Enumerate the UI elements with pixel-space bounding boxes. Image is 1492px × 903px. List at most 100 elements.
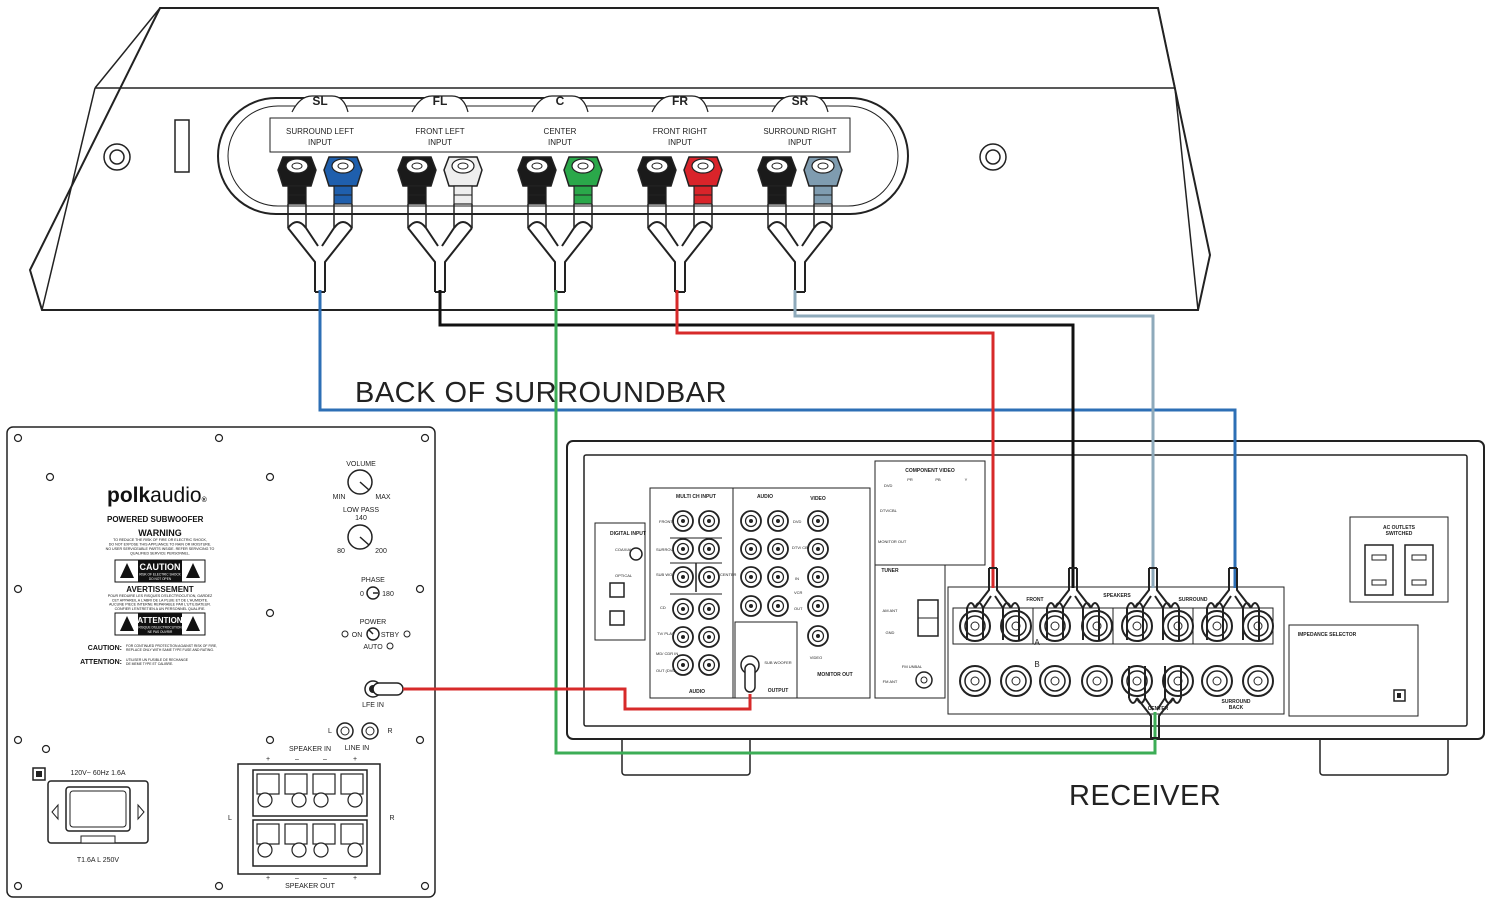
multi-ch-input-jack[interactable]: [698, 510, 720, 532]
speaker-out-terminal[interactable]: [312, 823, 336, 858]
speaker-out-terminal[interactable]: [256, 823, 280, 858]
phase-switch[interactable]: [366, 586, 380, 600]
ac-outlet-left[interactable]: [1364, 544, 1394, 596]
channel-code: FL: [433, 94, 448, 108]
binding-post-positive[interactable]: [323, 156, 363, 228]
video-jack[interactable]: [807, 566, 829, 588]
multi-ch-input-jack[interactable]: [698, 566, 720, 588]
multi-ch-input-jack[interactable]: [672, 510, 694, 532]
audio-input-jack[interactable]: [698, 598, 720, 620]
audio-lr-jack[interactable]: [740, 595, 762, 617]
attention-box: ATTENTION RISQUE D'ELECTROCUTION NE PAS …: [114, 612, 206, 636]
video-jack[interactable]: [807, 538, 829, 560]
terminal-polarity: +: [266, 875, 270, 882]
video-jack[interactable]: [807, 625, 829, 647]
video-jack[interactable]: [807, 510, 829, 532]
speaker-in-terminal[interactable]: [340, 773, 364, 808]
panel-screw: [13, 881, 23, 891]
gnd-label: GND: [886, 630, 895, 635]
wire-surround-left-blue: [318, 290, 1237, 588]
speaker-post-row-b[interactable]: [1081, 665, 1113, 697]
binding-post-positive[interactable]: [563, 156, 603, 228]
optical-jack-1[interactable]: [609, 582, 625, 598]
power-stby: STBY: [381, 632, 400, 639]
optical-jack-2[interactable]: [609, 610, 625, 626]
speaker-out-terminal[interactable]: [284, 823, 308, 858]
spade-front-left: [1046, 567, 1100, 640]
binding-post-positive[interactable]: [443, 156, 483, 228]
speaker-post-row-b[interactable]: [1039, 665, 1071, 697]
speaker-in-terminal[interactable]: [312, 773, 336, 808]
video-jack[interactable]: [807, 595, 829, 617]
audio-lr-jack[interactable]: [740, 538, 762, 560]
audio-input-jack[interactable]: [672, 654, 694, 676]
panel-screw: [45, 472, 55, 482]
digital-input-label: DIGITAL INPUT: [610, 531, 646, 537]
speaker-in-terminal[interactable]: [284, 773, 308, 808]
binding-post-negative[interactable]: [517, 156, 557, 228]
power-switch[interactable]: [366, 627, 380, 641]
binding-post-negative[interactable]: [397, 156, 437, 228]
channel-sublabel: INPUT: [308, 138, 332, 147]
speaker-post-row-b[interactable]: [1201, 665, 1233, 697]
audio-lr-jack[interactable]: [767, 566, 789, 588]
y-spade-connector: [407, 221, 473, 293]
speaker-out-terminal[interactable]: [340, 823, 364, 858]
binding-post-negative[interactable]: [757, 156, 797, 228]
speaker-terminal-block: ++––––++: [237, 756, 381, 882]
audio-lr-jack[interactable]: [767, 595, 789, 617]
audio-input-jack[interactable]: [672, 626, 694, 648]
audio-lr-jack[interactable]: [740, 566, 762, 588]
speaker-post-row-a[interactable]: [1000, 610, 1032, 642]
panel-screw: [265, 472, 275, 482]
cd-label: CD: [660, 605, 666, 610]
binding-post-positive[interactable]: [803, 156, 843, 228]
mci-front-label: FRONT: [659, 519, 673, 524]
coaxial-jack[interactable]: [629, 547, 643, 561]
speaker-post-row-a[interactable]: [959, 610, 991, 642]
audio-input-jack[interactable]: [672, 598, 694, 620]
volume-knob[interactable]: [347, 469, 373, 495]
audio-lr-jack[interactable]: [767, 538, 789, 560]
speaker-post-row-b[interactable]: [959, 665, 991, 697]
dvd-row-label: DVD: [793, 519, 802, 524]
speaker-post-row-b[interactable]: [1242, 665, 1274, 697]
component-video-label: COMPONENT VIDEO: [905, 468, 955, 474]
multi-ch-input-jack[interactable]: [672, 538, 694, 560]
speaker-post-row-b[interactable]: [1162, 665, 1194, 697]
channel-sublabel: INPUT: [788, 138, 812, 147]
speaker-in-terminal[interactable]: [256, 773, 280, 808]
binding-post-positive[interactable]: [683, 156, 723, 228]
warning-text: TO REDUCE THE RISK OF FIRE OR ELECTRIC S…: [106, 538, 215, 556]
speaker-post-row-a[interactable]: [1039, 610, 1071, 642]
multi-ch-input-label: MULTI CH INPUT: [676, 494, 716, 500]
audio-lr-jack[interactable]: [740, 510, 762, 532]
panel-screw: [265, 735, 275, 745]
iec-power-inlet[interactable]: [47, 780, 149, 844]
receiver-caption: RECEIVER: [1069, 780, 1221, 812]
multi-ch-input-jack[interactable]: [698, 538, 720, 560]
wire-lfe-red: [403, 687, 752, 711]
speaker-post-row-b[interactable]: [1000, 665, 1032, 697]
fuse-holder[interactable]: [80, 835, 116, 844]
multi-ch-input-jack[interactable]: [672, 566, 694, 588]
receiver-back-panel: DIGITAL INPUT COAXIAL OPTICAL MULTI CH I…: [566, 440, 1485, 776]
speaker-post-row-b[interactable]: [1121, 665, 1153, 697]
surround-back-label-2: BACK: [1229, 705, 1244, 711]
line-in-left-jack[interactable]: [336, 722, 354, 740]
binding-post-negative[interactable]: [277, 156, 317, 228]
audio-lr-jack[interactable]: [767, 510, 789, 532]
y-spade-connector: [767, 221, 833, 293]
speaker-post-row-a[interactable]: [1081, 610, 1113, 642]
audio-input-jack[interactable]: [698, 626, 720, 648]
low-pass-knob[interactable]: [347, 524, 373, 550]
audio-input-jack[interactable]: [698, 654, 720, 676]
line-in-right-jack[interactable]: [361, 722, 379, 740]
terminal-polarity: +: [266, 756, 270, 763]
ac-outlet-right[interactable]: [1404, 544, 1434, 596]
binding-post-negative[interactable]: [637, 156, 677, 228]
volume-label: VOLUME: [346, 461, 376, 468]
speakers-label: SPEAKERS: [1103, 593, 1131, 599]
